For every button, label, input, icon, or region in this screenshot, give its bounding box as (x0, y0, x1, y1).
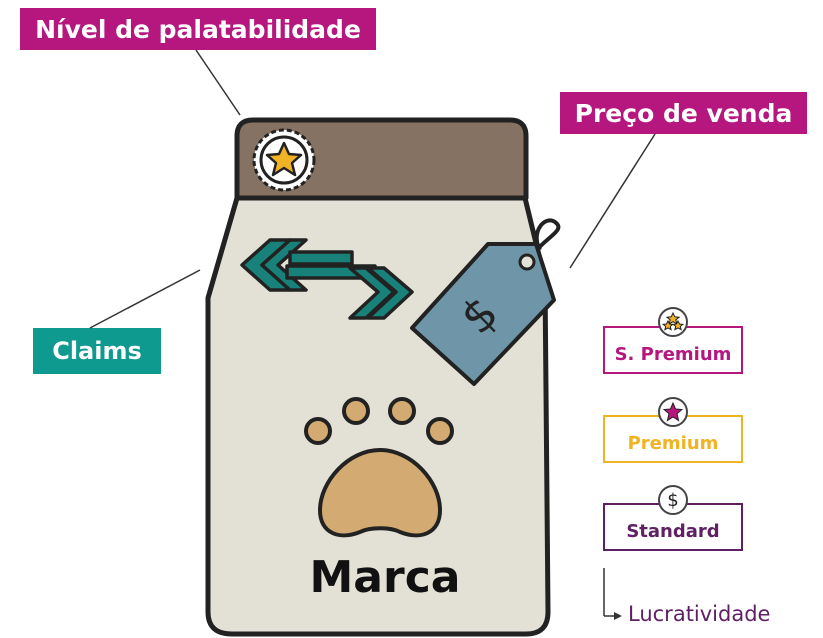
claims-leader-line (89, 269, 201, 329)
tier-premium-label: Premium (627, 433, 719, 454)
brand-label: Marca (309, 552, 461, 603)
three-stars-icon (658, 307, 688, 337)
price-callout: Preço de venda (560, 92, 807, 134)
tier-standard-label: Standard (626, 521, 720, 542)
paw-print-icon (304, 397, 454, 538)
star-icon (658, 397, 688, 427)
claims-label: Claims (52, 337, 142, 365)
claims-arrows-icon (240, 238, 414, 320)
dollar-icon: $ (658, 485, 688, 515)
profitability-label: Lucratividade (628, 602, 771, 626)
price-leader-line (569, 133, 656, 269)
palatability-seal-icon (252, 128, 316, 192)
palatability-callout: Nível de palatabilidade (20, 8, 376, 50)
tier-premium: Premium (603, 415, 743, 463)
dollar-icon-symbol: $ (667, 489, 679, 511)
palatability-leader-line (195, 49, 241, 116)
claims-callout: Claims (33, 328, 161, 374)
profitability-axis (603, 568, 622, 620)
palatability-label: Nível de palatabilidade (35, 14, 361, 44)
price-label: Preço de venda (574, 98, 793, 128)
price-tag-icon: $ (410, 218, 561, 386)
tier-super-premium-label: S. Premium (614, 344, 732, 365)
